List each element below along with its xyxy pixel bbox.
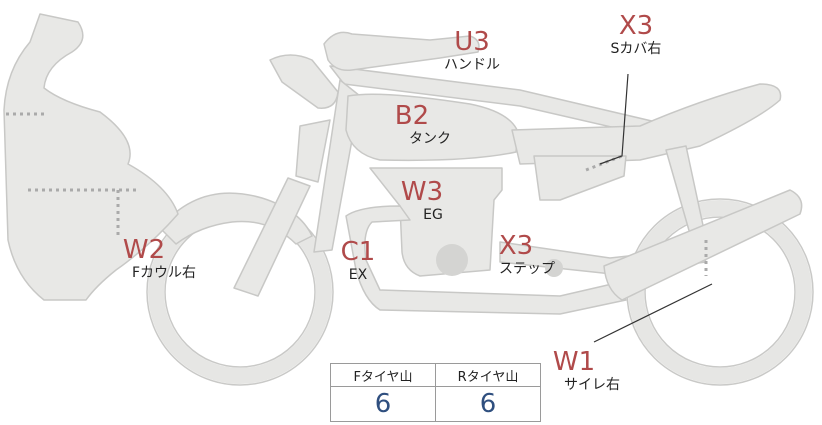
part-label-step: ステップ <box>499 261 555 277</box>
tire-tread-value-row: 6 6 <box>330 386 541 422</box>
callout-tank: B2 タンク <box>370 102 454 148</box>
rear-tire-tread-value: 6 <box>435 386 541 422</box>
part-label-tank: タンク <box>409 131 451 147</box>
handlebar <box>323 31 480 72</box>
exhaust-pipe <box>345 205 627 315</box>
part-label-handle: ハンドル <box>444 57 500 73</box>
rear-tire-tread-header: Rタイヤ山 <box>435 363 541 387</box>
callout-exhaust: C1 EX <box>334 238 382 284</box>
side-cover <box>533 155 627 201</box>
leader-s-cover <box>599 73 629 165</box>
front-tire-tread-value: 6 <box>330 386 436 422</box>
callout-silencer: W1 サイレ右 <box>544 348 640 394</box>
part-label-engine: EG <box>423 207 443 223</box>
callout-front-cowl: W2 Fカウル右 <box>116 236 212 282</box>
front-cowl <box>3 13 179 301</box>
front-fork <box>233 177 311 297</box>
tire-tread-table: Fタイヤ山 Rタイヤ山 6 6 <box>330 363 541 422</box>
damage-code-silencer: W1 <box>552 347 596 377</box>
part-label-front-cowl: Fカウル右 <box>131 265 197 281</box>
part-label-s-cover: Sカバ右 <box>610 41 662 57</box>
seat <box>511 83 782 165</box>
damage-code-tank: B2 <box>394 101 430 131</box>
damage-code-exhaust: C1 <box>340 237 376 267</box>
damage-code-step: X3 <box>498 231 534 261</box>
callout-handle: U3 ハンドル <box>424 28 520 74</box>
damage-code-engine: W3 <box>400 177 444 207</box>
engine-block <box>369 167 503 277</box>
callout-engine: W3 EG <box>392 178 452 224</box>
callout-s-cover: X3 Sカバ右 <box>594 12 678 58</box>
step-peg <box>545 259 563 277</box>
front-tire-tread-header: Fタイヤ山 <box>330 363 436 387</box>
part-label-silencer: サイレ右 <box>564 377 620 393</box>
tire-tread-header-row: Fタイヤ山 Rタイヤ山 <box>330 363 541 387</box>
damage-code-s-cover: X3 <box>618 11 654 41</box>
leader-silencer <box>593 283 713 343</box>
engine-cover-circle <box>436 244 468 276</box>
damage-code-handle: U3 <box>454 27 490 57</box>
damage-code-front-cowl: W2 <box>122 235 166 265</box>
part-label-exhaust: EX <box>348 267 368 283</box>
callout-step: X3 ステップ <box>468 232 564 278</box>
fuel-tank <box>345 93 519 162</box>
silencer <box>603 189 803 301</box>
